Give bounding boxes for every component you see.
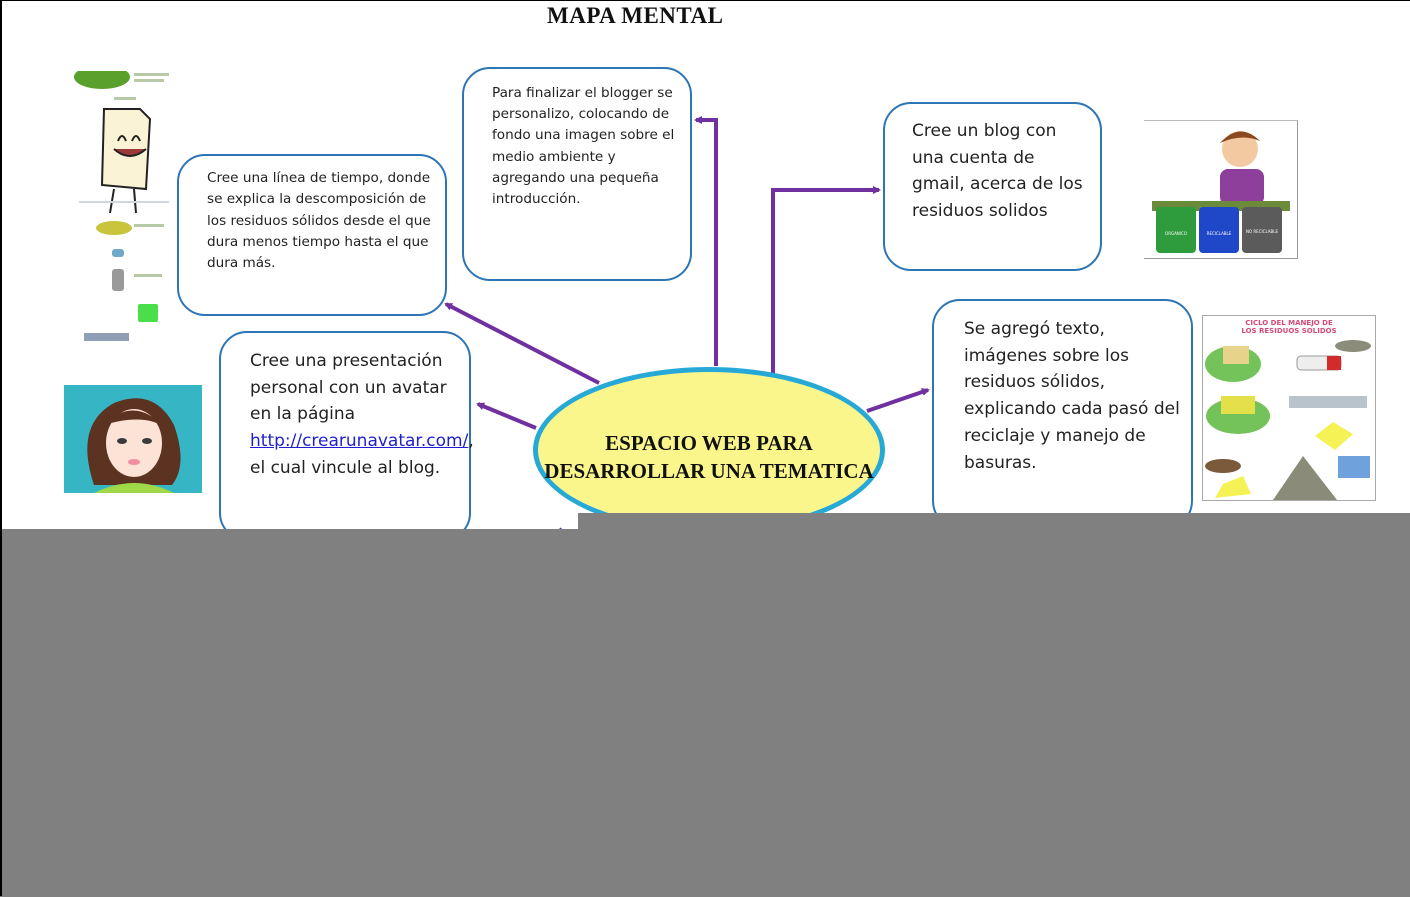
central-topic: ESPACIO WEB PARA DESARROLLAR UNA TEMATIC… [533, 367, 885, 533]
gray-overlay-right [578, 513, 1410, 897]
arrow-to-content [866, 388, 930, 413]
gray-overlay-left [2, 529, 578, 897]
waste-cycle-title: CICLO DEL MANEJO DE LOS RESIDUOS SOLIDOS [1241, 319, 1337, 335]
node-timeline: Cree una línea de tiempo, donde se expli… [177, 154, 447, 316]
avatar-site-link[interactable]: http://crearunavatar.com/ [250, 431, 469, 452]
node-avatar-text: Cree una presentación personal con un av… [250, 348, 474, 482]
node-timeline-text: Cree una línea de tiempo, donde se expli… [207, 170, 431, 272]
node-content: Se agregó texto, imágenes sobre los resi… [932, 299, 1193, 529]
node-content-text: Se agregó texto, imágenes sobre los resi… [964, 319, 1180, 473]
node-personalize-text: Para finalizar el blogger se personalizo… [492, 85, 675, 208]
page-title: MAPA MENTAL [547, 3, 724, 28]
bin-label-recyclable: RECICLABLE [1206, 231, 1232, 236]
node-avatar-text-after: , el cual vincule al blog. [250, 431, 474, 478]
recycle-bins-illustration: ORGANICO RECICLABLE NO RECICLABLE [1144, 120, 1298, 259]
waste-cycle-illustration: CICLO DEL MANEJO DE LOS RESIDUOS SOLIDOS [1202, 315, 1376, 501]
node-create-blog-text: Cree un blog con una cuenta de gmail, ac… [912, 121, 1083, 221]
node-personalize: Para finalizar el blogger se personalizo… [462, 67, 692, 281]
node-avatar-text-before: Cree una presentación personal con un av… [250, 351, 447, 425]
node-create-blog: Cree un blog con una cuenta de gmail, ac… [883, 102, 1102, 271]
arrow-to-avatar [476, 402, 537, 430]
central-topic-text: ESPACIO WEB PARA DESARROLLAR UNA TEMATIC… [544, 431, 874, 483]
timeline-illustration [74, 71, 174, 346]
arrow-to-timeline [444, 302, 600, 385]
arrow-to-create-blog [771, 186, 881, 373]
bin-label-organic: ORGANICO [1165, 231, 1187, 236]
avatar-illustration [64, 385, 202, 493]
arrow-to-personalize [694, 116, 718, 366]
node-avatar: Cree una presentación personal con un av… [219, 331, 474, 541]
bin-label-non-recyclable: NO RECICLABLE [1245, 229, 1279, 234]
